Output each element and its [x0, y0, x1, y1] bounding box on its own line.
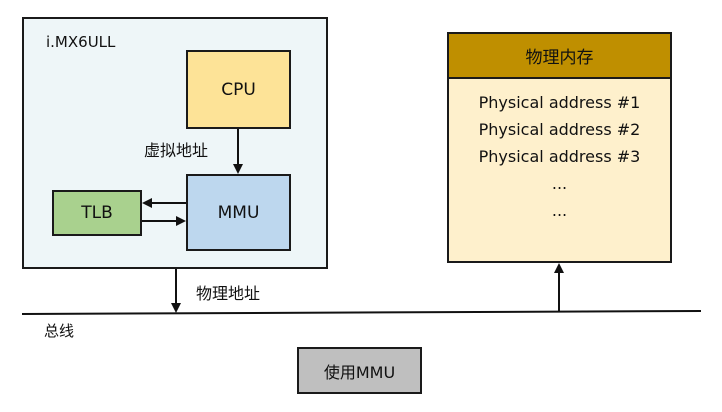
memory-entry: Physical address #1: [478, 93, 641, 112]
cpu-box: CPU: [186, 50, 291, 129]
virtual-address-label: 虚拟地址: [144, 141, 209, 160]
bus-label: 总线: [44, 322, 75, 340]
physical-memory-header: 物理内存: [449, 34, 670, 79]
physical-memory-title: 物理内存: [525, 48, 594, 68]
memory-entry: Physical address #2: [478, 120, 641, 139]
physical-address-label: 物理地址: [196, 284, 261, 303]
chip-label: i.MX6ULL: [46, 33, 116, 51]
mmu-box: MMU: [186, 174, 291, 251]
tlb-box: TLB: [52, 190, 142, 236]
memory-entry: Physical address #3: [478, 147, 641, 166]
mmu-label: MMU: [217, 202, 260, 223]
physical-memory-list: Physical address #1 Physical address #2 …: [449, 89, 670, 224]
memory-entry: ...: [551, 201, 568, 220]
tlb-label: TLB: [81, 203, 113, 223]
physical-memory-box: 物理内存 Physical address #1 Physical addres…: [447, 32, 672, 263]
bus-line: [21, 310, 702, 315]
cpu-label: CPU: [221, 79, 256, 100]
use-mmu-button-label: 使用MMU: [323, 362, 396, 382]
use-mmu-button[interactable]: 使用MMU: [297, 347, 422, 394]
memory-entry: ...: [551, 174, 568, 193]
